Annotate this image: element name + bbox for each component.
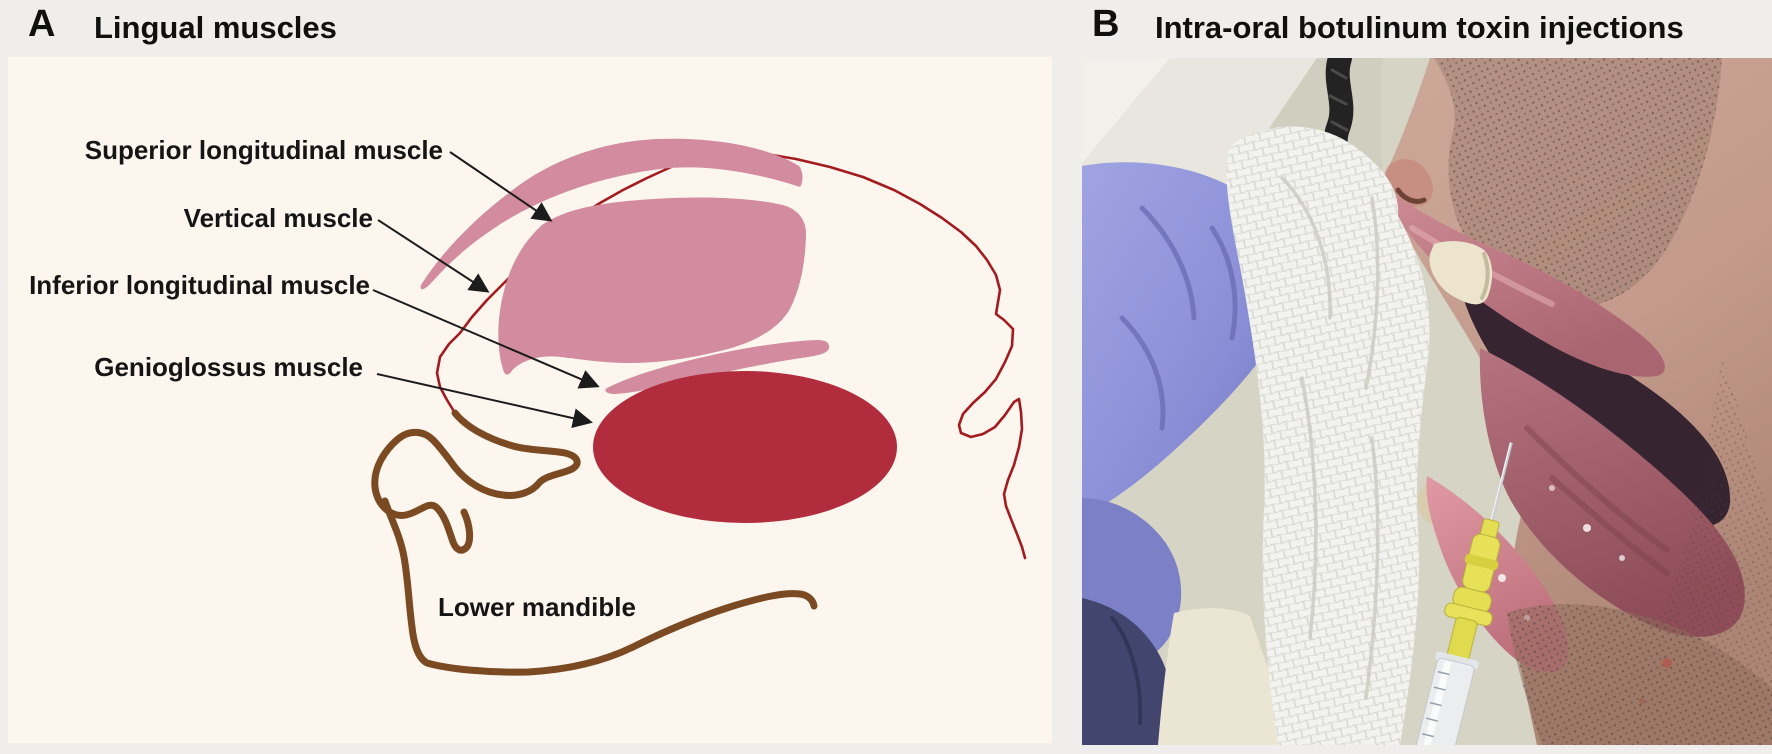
skin-spot-2	[1639, 698, 1645, 704]
injection-photo	[1082, 58, 1772, 745]
panel-b-title: Intra-oral botulinum toxin injections	[1155, 10, 1684, 45]
panel-a-diagram: Superior longitudinal muscle Vertical mu…	[8, 57, 1052, 743]
label-superior-longitudinal-muscle: Superior longitudinal muscle	[85, 135, 443, 165]
genioglossus-muscle-shape	[593, 371, 897, 523]
syringe-barrel	[1409, 657, 1475, 745]
tongue-shading	[1524, 425, 1670, 576]
glove-thumb-shadow	[1082, 598, 1173, 745]
stubble-upper-dots	[1434, 58, 1722, 308]
hub-ridge	[1464, 553, 1499, 571]
glove-fold-lines	[1119, 205, 1238, 431]
nose-tip	[1385, 159, 1433, 207]
arrow-inferior-longitudinal	[372, 289, 600, 389]
glove-thumb-fold	[1110, 616, 1143, 725]
cheek-stubble-strip	[1657, 358, 1772, 688]
barrel-graduations	[1418, 670, 1450, 745]
lower-lip-shine-1	[1498, 574, 1506, 582]
wall-bright-corner	[1082, 58, 1170, 163]
panel-b-photo	[1082, 58, 1772, 745]
table-corner	[1158, 608, 1294, 745]
inferior-longitudinal-muscle-shape	[605, 340, 830, 394]
label-genioglossus-muscle: Genioglossus muscle	[94, 352, 363, 382]
lower-mandible-lips-outline	[371, 409, 581, 554]
skin-spot	[1662, 658, 1672, 668]
lower-mandible-jaw-outline	[381, 497, 818, 676]
superior-longitudinal-muscle-shape	[420, 138, 803, 290]
tooth-shadow	[1480, 252, 1490, 300]
label-lower-mandible: Lower mandible	[438, 592, 636, 622]
upper-lip	[1382, 186, 1665, 377]
arrow-genioglossus	[376, 373, 593, 429]
nostril-shadow	[1395, 187, 1427, 204]
arrow-vertical	[377, 219, 490, 293]
panel-b-letter: B	[1092, 3, 1120, 45]
tongue-highlight-2	[1619, 555, 1625, 561]
panel-a-title: Lingual muscles	[94, 10, 337, 45]
tongue	[1479, 348, 1745, 637]
chin-stubble-dots	[1507, 604, 1772, 745]
lingual-muscles-diagram: Superior longitudinal muscle Vertical mu…	[29, 135, 1027, 676]
tongue-highlight	[1583, 524, 1591, 532]
label-vertical-muscle: Vertical muscle	[184, 203, 373, 233]
upper-tooth	[1429, 241, 1493, 305]
vertical-muscle-shape	[498, 197, 807, 375]
gauze-wrinkles	[1280, 176, 1380, 700]
tongue-highlight-3	[1549, 485, 1555, 491]
needle-highlight	[1487, 442, 1511, 532]
panel-a-letter: A	[28, 3, 56, 45]
syringe	[1409, 442, 1513, 745]
mouth-interior	[1462, 293, 1731, 527]
arrow-superior-longitudinal	[449, 151, 553, 222]
label-inferior-longitudinal-muscle: Inferior longitudinal muscle	[29, 270, 370, 300]
